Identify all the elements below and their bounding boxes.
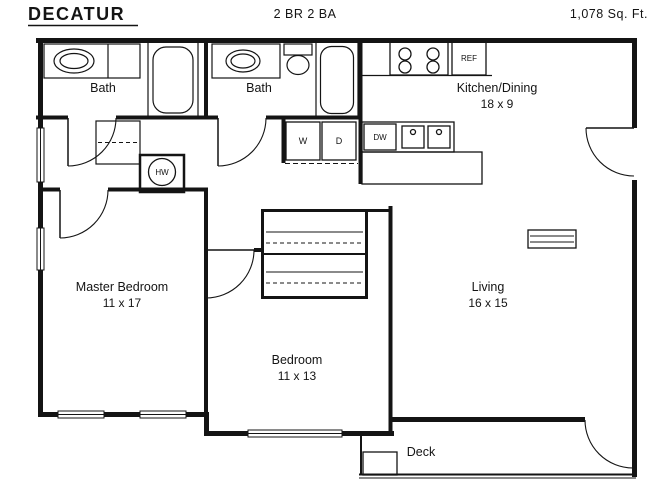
room-dims-master: 11 x 17 — [103, 296, 142, 310]
water-heater-label: HW — [155, 168, 169, 177]
water-heater — [147, 157, 177, 187]
burner — [398, 60, 412, 74]
stove — [389, 41, 449, 76]
living-niche-shelves — [530, 235, 574, 243]
burner — [398, 47, 412, 61]
bed-bath-count: 2 BR 2 BA — [274, 7, 337, 21]
room-dims-bedroom: 11 x 13 — [278, 369, 317, 383]
door-swing-arcs — [59, 117, 635, 469]
room-label-kitchen: Kitchen/Dining — [457, 81, 538, 95]
hall-closet — [95, 120, 141, 165]
room-dims-kitchen: 18 x 9 — [481, 97, 514, 111]
bathtub-basin — [319, 45, 355, 115]
washer — [285, 121, 321, 161]
deck-railing — [359, 434, 636, 476]
sink-bowl — [230, 53, 256, 69]
washer-label: W — [299, 136, 308, 146]
room-label-bath2: Bath — [246, 81, 272, 95]
drain — [409, 128, 417, 136]
living-niche — [527, 229, 577, 249]
dishwasher-label: DW — [373, 133, 387, 142]
room-label-bath1: Bath — [90, 81, 116, 95]
kitchen-fixtures — [361, 41, 492, 185]
walls — [36, 38, 637, 477]
header: DECATUR 2 BR 2 BA 1,078 Sq. Ft. — [28, 4, 648, 27]
closet-shelves — [266, 231, 363, 273]
interior-walls — [36, 38, 393, 434]
bathtub — [147, 41, 199, 119]
dishwasher — [363, 123, 397, 151]
bathtub — [315, 41, 359, 119]
sink — [53, 48, 95, 74]
square-footage: 1,078 Sq. Ft. — [570, 7, 648, 21]
sink — [225, 49, 261, 73]
plan-title: DECATUR — [28, 4, 125, 24]
vanity-counter — [211, 43, 281, 79]
room-label-living: Living — [472, 280, 505, 294]
vanity-counter — [43, 43, 141, 79]
closet-rods — [266, 242, 363, 284]
doors — [59, 117, 635, 469]
room-label-master: Master Bedroom — [76, 280, 168, 294]
water-heater-closet — [138, 153, 186, 194]
door-leaves — [59, 118, 634, 468]
kitchen-sink — [427, 125, 451, 149]
refrigerator-label: REF — [461, 54, 477, 63]
room-label-deck: Deck — [407, 445, 436, 459]
refrigerator — [451, 41, 487, 76]
window-center-lines — [40, 128, 342, 434]
deck-step — [362, 451, 398, 476]
toilet-tank — [283, 43, 313, 56]
fixture-labels: REF DW W D HW — [155, 54, 477, 177]
dryer — [321, 121, 357, 161]
bathtub-basin — [152, 46, 194, 114]
burner — [426, 47, 440, 61]
sink-bowl — [59, 52, 89, 70]
burner — [426, 60, 440, 74]
toilet-bowl — [286, 54, 310, 76]
room-labels: Bath Bath Kitchen/Dining 18 x 9 Master B… — [76, 81, 538, 459]
drain — [435, 128, 443, 136]
room-dims-living: 16 x 15 — [468, 296, 508, 310]
bath-fixtures — [43, 41, 359, 119]
room-label-bedroom: Bedroom — [272, 353, 323, 367]
laundry-closets — [95, 120, 577, 284]
dryer-label: D — [336, 136, 343, 146]
kitchen-sink — [401, 125, 425, 149]
exterior-walls — [36, 38, 637, 477]
breakfast-bar — [361, 151, 483, 185]
windows — [36, 127, 343, 438]
deck-structure — [359, 434, 636, 479]
